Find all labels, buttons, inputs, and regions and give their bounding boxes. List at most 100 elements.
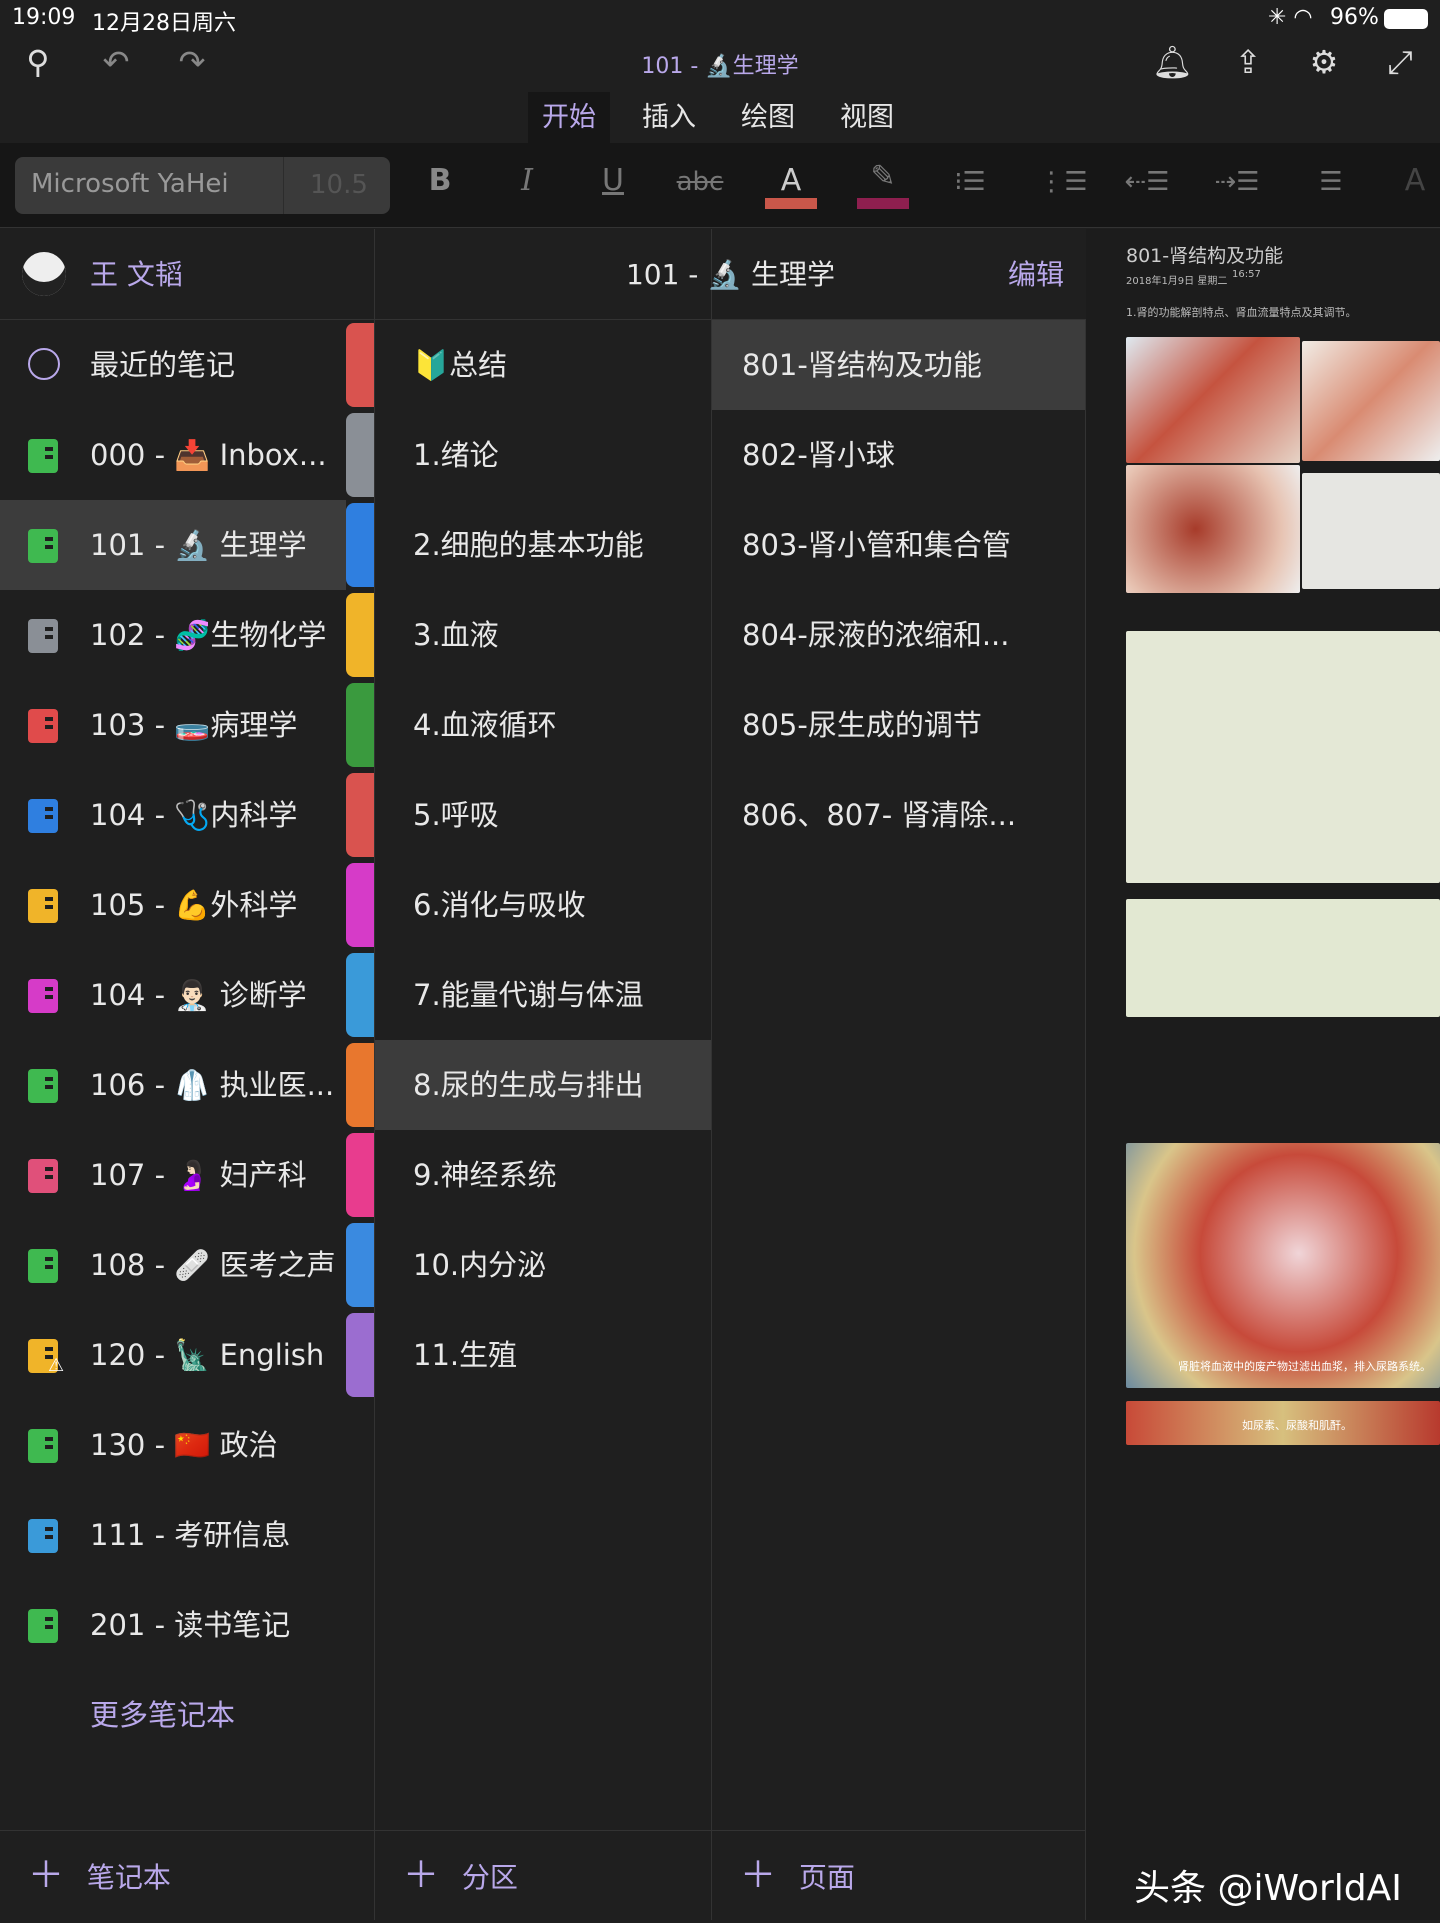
undo-icon[interactable]: ↶ [102,43,130,81]
notebook-item[interactable]: 130 - 🇨🇳 政治 [0,1400,375,1490]
redo-icon[interactable]: ↷ [178,43,206,81]
font-color-button[interactable]: A [780,163,802,198]
notebook-icon [28,1609,58,1643]
status-bar: 19:09 12月28日周六 ✳ ◠ 96% [0,0,1440,36]
section-item[interactable]: 5.呼吸 [413,798,499,832]
diagram-image [1302,473,1440,589]
section-item[interactable]: 2.细胞的基本功能 [413,528,644,562]
notebook-icon [28,889,58,923]
notebook-label: 107 - 🤰🏻 妇产科 [90,1158,307,1192]
notebook-item[interactable]: 000 - 📥 Inbox... [0,410,346,500]
strikethrough-button[interactable]: abc [676,167,724,197]
notebook-color-tab[interactable] [346,1133,374,1217]
tab-insert[interactable]: 插入 [642,102,696,133]
notebook-item[interactable]: 106 - 🥼 执业医... [0,1040,346,1130]
tab-view[interactable]: 视图 [840,102,894,133]
page-list: 801-肾结构及功能 802-肾小球 803-肾小管和集合管 804-尿液的浓缩和..… [712,320,1086,1830]
more-notebooks-link[interactable]: 更多笔记本 [0,1670,375,1760]
font-name[interactable]: Microsoft YaHei [31,169,229,199]
indent-icon[interactable]: ⇢☰ [1214,167,1260,197]
section-item[interactable]: 11.生殖 [413,1338,518,1372]
section-item[interactable]: 1.绪论 [413,438,499,472]
expand-icon[interactable]: ⤢ [1387,43,1413,81]
notebook-item[interactable]: 105 - 💪外科学 [0,860,346,950]
page-item[interactable]: 805-尿生成的调节 [742,708,982,742]
notebook-item[interactable]: 104 - 🩺内科学 [0,770,346,860]
wifi-icon: ✳ ◠ [1268,5,1313,30]
page-preview: 801-肾结构及功能 2018年1月9日 星期二 16:57 1.肾的功能解剖特… [1086,229,1440,1920]
section-item[interactable]: 9.神经系统 [413,1158,557,1192]
preview-title: 801-肾结构及功能 [1126,245,1284,267]
caption-2: 如尿素、尿酸和肌酐。 [1242,1419,1352,1432]
bullet-list-icon[interactable]: ⁝☰ [954,167,986,197]
recent-notes[interactable]: 最近的笔记 [0,320,346,410]
notebook-item[interactable]: 201 - 读书笔记 [0,1580,375,1670]
notebook-icon [28,529,58,563]
add-section-button[interactable]: ＋ 分区 [375,1830,712,1920]
section-item[interactable]: 6.消化与吸收 [413,888,586,922]
italic-button[interactable]: I [521,163,533,198]
numbered-list-icon[interactable]: ⋮☰ [1038,167,1088,197]
outdent-icon[interactable]: ⇠☰ [1124,167,1170,197]
notebook-item[interactable]: ⚠120 - 🗽 English [0,1310,346,1400]
user-header[interactable]: 王 文韬 [0,229,375,320]
notebook-color-tab[interactable] [346,323,374,407]
notebook-color-tab[interactable] [346,773,374,857]
edit-button[interactable]: 编辑 [1007,258,1064,291]
notebook-icon [28,1519,58,1553]
notebook-color-tab[interactable] [346,593,374,677]
notebook-color-tab[interactable] [346,683,374,767]
section-item[interactable]: 3.血液 [413,618,499,652]
section-item[interactable]: 7.能量代谢与体温 [413,978,644,1012]
page-item[interactable]: 801-肾结构及功能 [712,320,1085,410]
tab-home[interactable]: 开始 [528,92,610,143]
caption-1: 肾脏将血液中的废产物过滤出血浆，排入尿路系统。 [1178,1360,1431,1373]
section-header-title: 101 - 🔬 生理学 [625,258,836,291]
notebook-item[interactable]: 103 - 🧫病理学 [0,680,346,770]
bold-button[interactable]: B [428,163,452,198]
notebook-color-tab[interactable] [346,863,374,947]
notebook-icon [28,709,58,743]
font-color-swatch [765,198,817,209]
add-notebook-button[interactable]: ＋ 笔记本 [0,1830,375,1920]
add-page-button[interactable]: ＋ 页面 [712,1830,1086,1920]
notebook-item[interactable]: 104 - 👨🏻‍⚕️ 诊断学 [0,950,346,1040]
notebook-color-tab[interactable] [346,1223,374,1307]
notebook-item[interactable]: 102 - 🧬生物化学 [0,590,346,680]
video-frame-2: 如尿素、尿酸和肌酐。 [1126,1401,1440,1445]
font-size[interactable]: 10.5 [283,157,368,214]
notebook-item[interactable]: 108 - 🩹 医考之声 [0,1220,346,1310]
ribbon: Microsoft YaHei 10.5 B I U abc A ✎ ⁝☰ ⋮☰… [0,143,1440,228]
page-item[interactable]: 804-尿液的浓缩和... [742,618,1010,652]
gear-icon[interactable]: ⚙ [1309,43,1339,81]
bell-icon[interactable]: 🔔︎ [1152,43,1193,81]
notebook-label: 102 - 🧬生物化学 [90,618,327,652]
notebook-label: 120 - 🗽 English [90,1338,325,1372]
tab-draw[interactable]: 绘图 [741,102,795,133]
clear-format-icon[interactable]: A [1404,163,1426,198]
notebook-item[interactable]: 111 - 考研信息 [0,1490,375,1580]
notebook-icon [28,799,58,833]
section-item[interactable]: 10.内分泌 [413,1248,547,1282]
font-picker[interactable]: Microsoft YaHei 10.5 [15,157,390,214]
section-item[interactable]: 8.尿的生成与排出 [375,1040,711,1130]
notebook-color-tab[interactable] [346,503,374,587]
avatar[interactable] [22,252,66,296]
align-icon[interactable]: ☰ [1319,167,1343,197]
notebook-icon [28,1159,58,1193]
underline-button[interactable]: U [602,163,624,198]
page-item[interactable]: 802-肾小球 [742,438,895,472]
section-item[interactable]: 🔰总结 [413,348,508,382]
notebook-color-tab[interactable] [346,413,374,497]
page-item[interactable]: 803-肾小管和集合管 [742,528,1011,562]
notebook-color-tab[interactable] [346,1043,374,1127]
search-icon[interactable]: ⚲ [26,43,50,81]
notebook-color-tab[interactable] [346,1313,374,1397]
notebook-item[interactable]: 107 - 🤰🏻 妇产科 [0,1130,346,1220]
highlighter-icon[interactable]: ✎ [870,159,896,194]
notebook-color-tab[interactable] [346,953,374,1037]
page-item[interactable]: 806、807- 肾清除... [742,798,1017,832]
section-item[interactable]: 4.血液循环 [413,708,557,742]
notebook-item[interactable]: 101 - 🔬 生理学 [0,500,346,590]
share-icon[interactable]: ⇪ [1234,43,1262,81]
